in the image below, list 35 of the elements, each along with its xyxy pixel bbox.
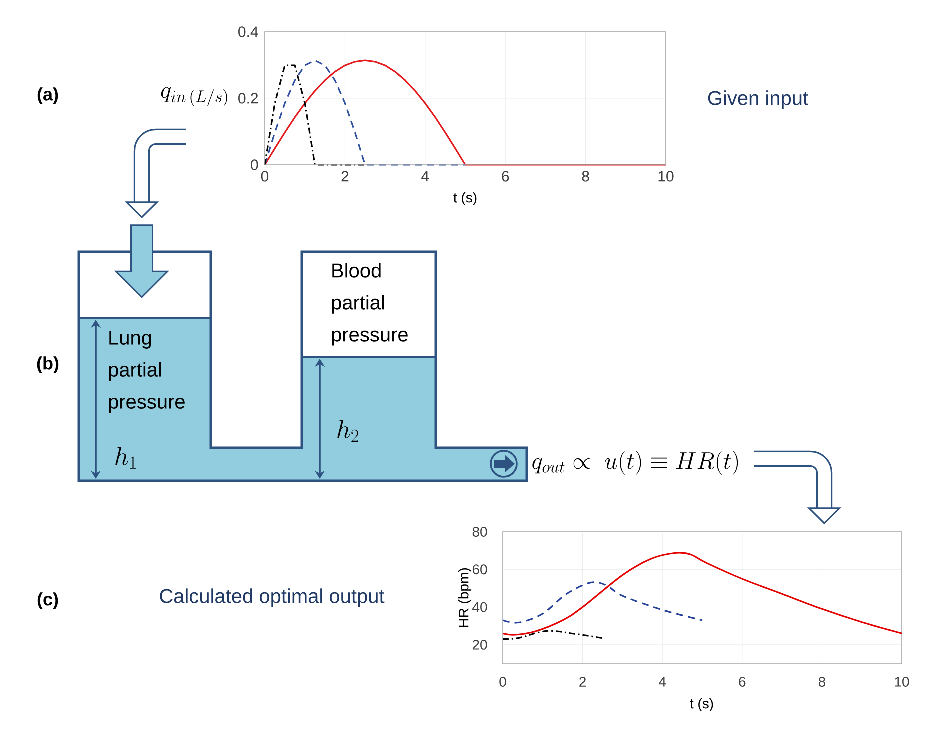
tank-label: Lung partial pressure	[109, 331, 185, 413]
x-tick-label: 0	[261, 171, 269, 182]
y-tick-label: 0.4	[238, 26, 258, 38]
x-tick-label: 8	[582, 171, 590, 182]
tick-label: 60	[472, 564, 488, 575]
tick-label: 2	[580, 677, 586, 687]
tick-label: 4	[659, 677, 666, 687]
formula-label: $q_{out} \propto\; u(t) \equiv HR(t)$	[532, 451, 738, 475]
panel-label: (c)	[38, 592, 58, 610]
line-chart	[264, 32, 666, 166]
tick-label: 6	[739, 677, 746, 687]
x-tick-label: 10	[658, 171, 674, 182]
x-tick-label: 4	[422, 171, 430, 182]
x-tick-label: 2	[342, 171, 349, 182]
line-series	[264, 60, 667, 166]
tick-label: 40	[472, 602, 488, 612]
x-tick-label: 6	[502, 171, 510, 182]
tick-label: 80	[472, 527, 488, 537]
y-tick-label: 0.2	[238, 93, 258, 104]
panel-label: (b)	[37, 356, 59, 374]
tank-label: Blood partial pressure	[332, 263, 408, 346]
tick-label: 10	[895, 677, 910, 687]
tick-label: 20	[472, 640, 488, 650]
axis-label: HR (bpm)	[458, 568, 472, 628]
dimension-label: $h_2$	[338, 420, 358, 442]
y-tick-label: 0	[251, 160, 258, 170]
axis-label: t (s)	[690, 698, 714, 712]
caption-text: Calculated optimal output	[160, 588, 385, 608]
tick-label: 0	[500, 677, 506, 687]
dimension-label: $h_1$	[116, 447, 136, 469]
formula-label: $q_{in\,(L/s)}$	[161, 87, 228, 106]
panel-label: (a)	[38, 88, 58, 104]
caption-text: Given input	[708, 90, 808, 110]
x-axis-title: t (s)	[454, 192, 477, 206]
tick-label: 8	[818, 677, 826, 687]
